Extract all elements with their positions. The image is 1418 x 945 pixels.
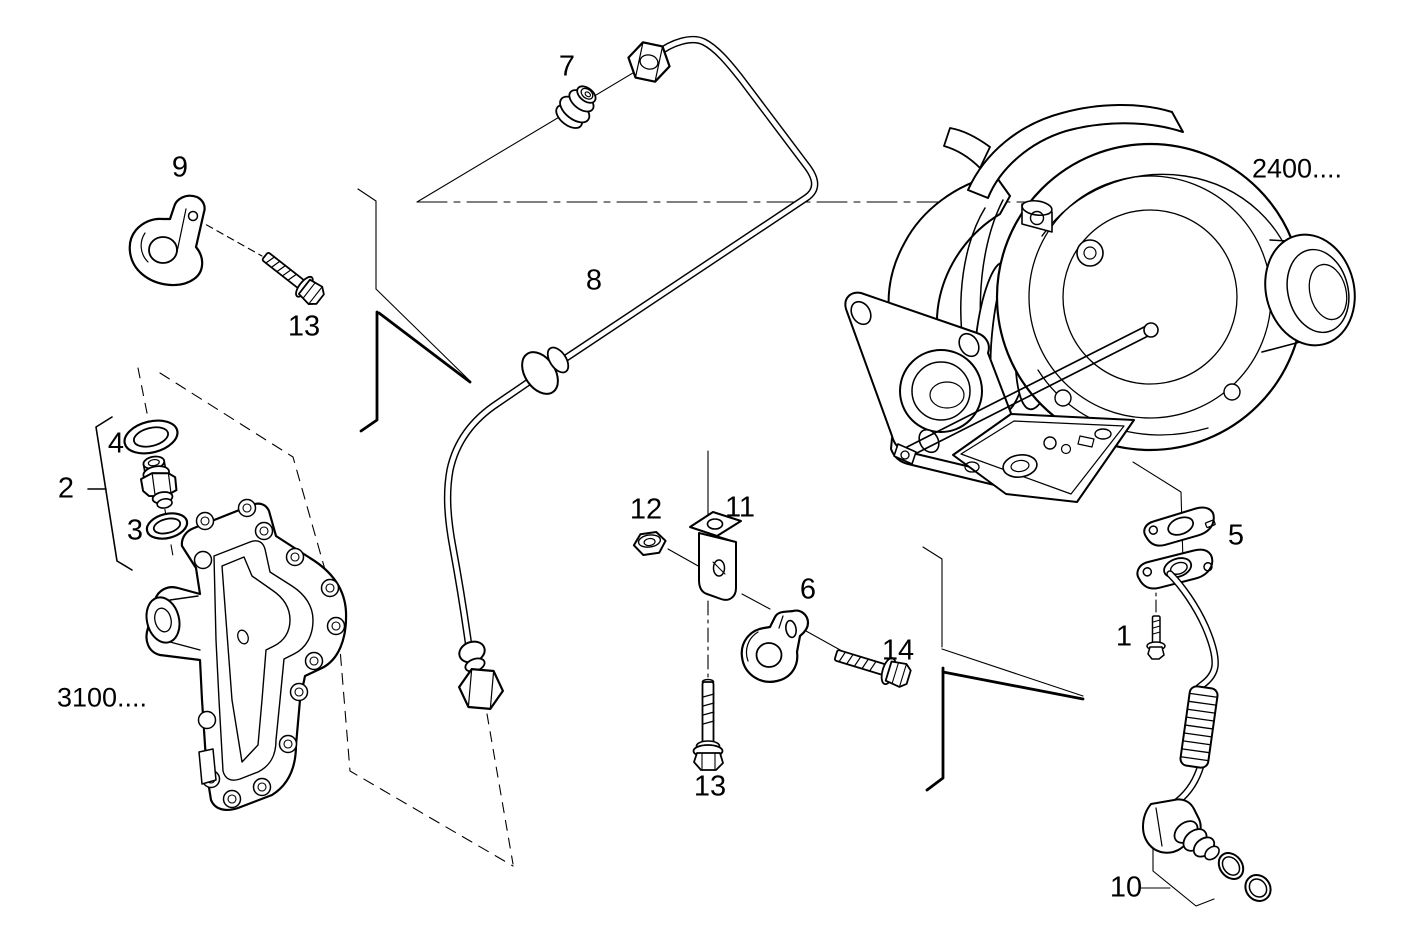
part-callout-13a: 13 [287, 310, 321, 343]
part2-union-fitting [140, 455, 178, 509]
part-callout-14: 14 [881, 634, 915, 667]
part-callout-1: 1 [1115, 620, 1133, 653]
part4-washer [123, 419, 179, 455]
oil-cooler-drawing [145, 498, 348, 811]
part-callout-7: 7 [558, 50, 576, 83]
part10-return-pipe [1142, 570, 1272, 902]
part5-gasket-upper [1143, 506, 1216, 547]
part11-bracket [689, 511, 742, 601]
part8-oil-pipe [443, 35, 819, 710]
part-callout-2: 2 [57, 472, 75, 505]
part7-fitting [555, 85, 597, 129]
part-callout-6: 6 [799, 573, 817, 606]
part-callout-8: 8 [585, 264, 603, 297]
part-callout-10: 10 [1109, 871, 1143, 904]
o-ring-2 [1244, 874, 1272, 902]
part-callout-13b: 13 [693, 770, 727, 803]
part-callout-12: 12 [629, 493, 663, 526]
turbocharger-drawing [844, 103, 1356, 503]
dashed-zone-line [159, 372, 514, 867]
part-callout-5: 5 [1227, 519, 1245, 552]
part12-nut [632, 531, 667, 557]
part6-clamp [740, 609, 810, 683]
part14-bolt [833, 649, 912, 688]
part-callout-4: 4 [107, 427, 125, 460]
part-callout-11: 11 [724, 491, 756, 524]
leader-lines [137, 63, 1246, 907]
assembly-code-turbocharger: 2400.... [1251, 153, 1343, 184]
part3-seal-ring [145, 512, 189, 540]
part5-gasket-lower [1136, 548, 1214, 590]
part13-bolt-top [261, 251, 325, 305]
part1-bolt [1146, 615, 1166, 660]
pipe-top-nut [627, 41, 671, 83]
part-callout-3: 3 [126, 514, 144, 547]
assembly-code-oil-cooler: 3100.... [56, 682, 148, 713]
o-ring-1 [1217, 852, 1245, 880]
label2-bracket [87, 416, 133, 571]
part-callout-9: 9 [171, 151, 189, 184]
part13-bolt-bottom [692, 678, 724, 771]
pipe-bottom-nut [457, 668, 505, 710]
part9-clamp [128, 194, 206, 287]
leader-part7 [416, 63, 649, 203]
pipe-corrugation [1179, 685, 1219, 769]
